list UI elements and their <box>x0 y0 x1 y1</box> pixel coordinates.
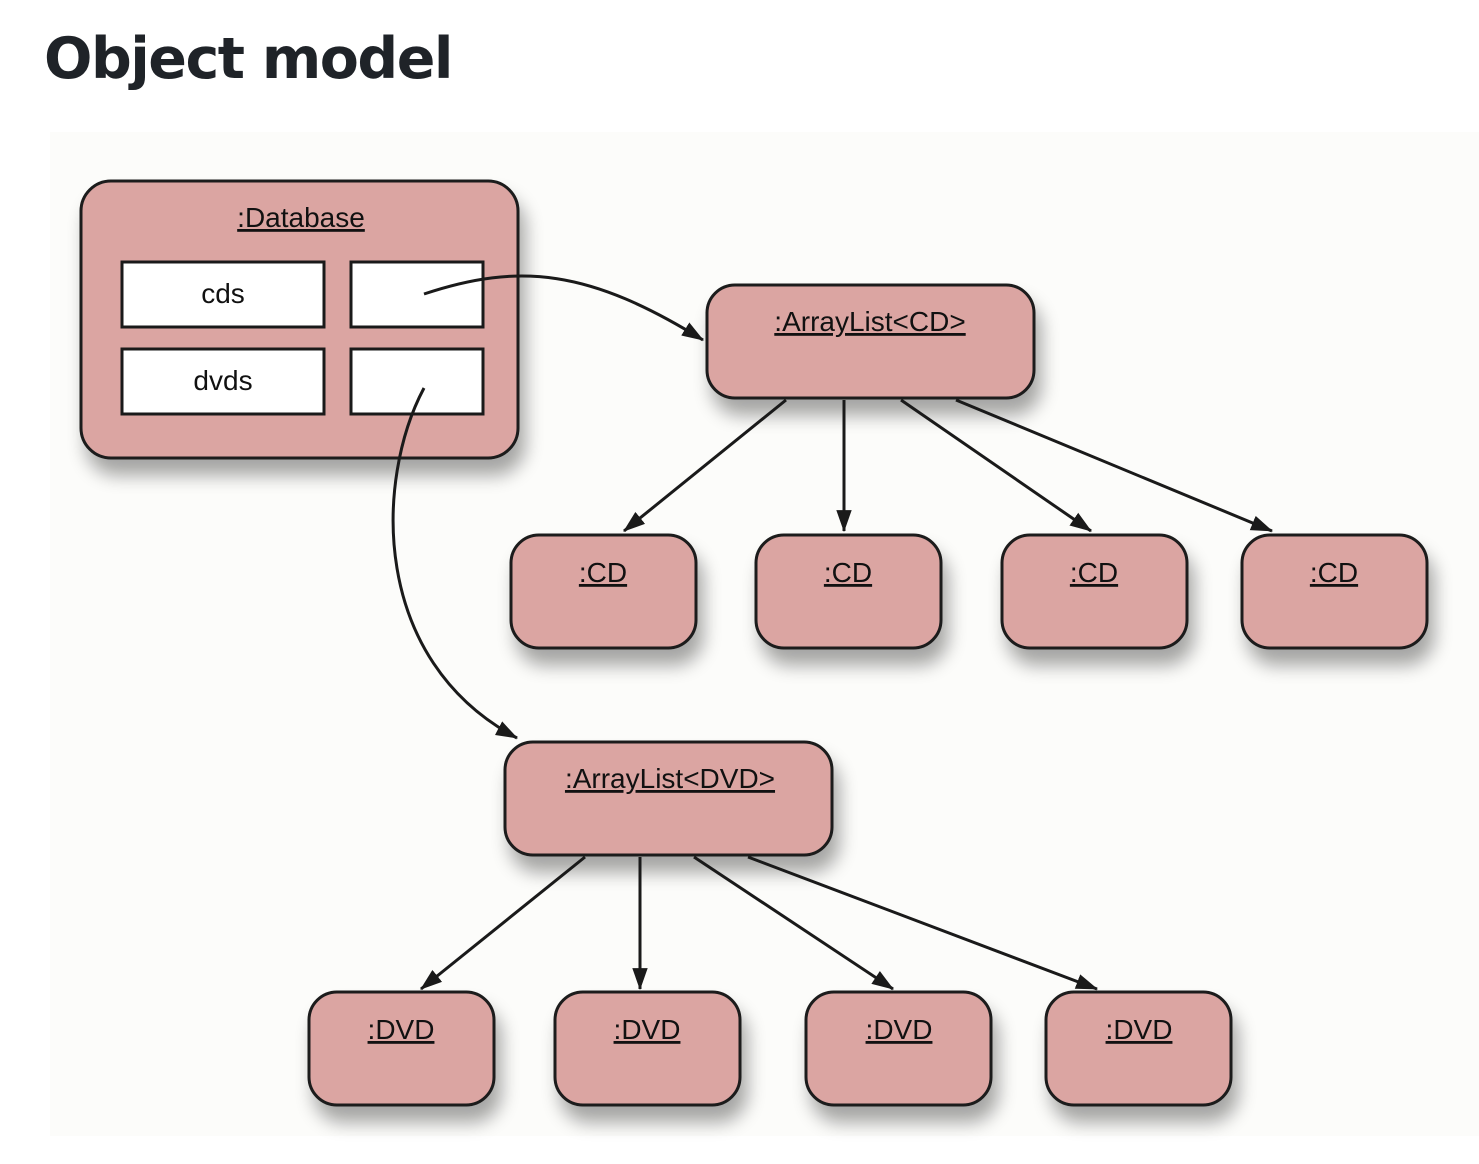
page-title: Object model <box>44 26 453 92</box>
cd-label: :CD <box>1070 557 1118 588</box>
database-label: :Database <box>237 202 365 233</box>
cds-field-label: cds <box>201 278 245 309</box>
cd-object: :CD <box>1240 533 1429 650</box>
dvd-arraylist-label: :ArrayList<DVD> <box>565 763 775 794</box>
dvd-label: :DVD <box>1106 1014 1173 1045</box>
dvd-element-arrow <box>747 855 1099 991</box>
cds-field-box <box>120 260 326 329</box>
dvd-arraylist-object: :ArrayList<DVD> <box>503 740 834 857</box>
cd-object: :CD <box>1000 533 1189 650</box>
dvd-label: :DVD <box>866 1014 933 1045</box>
cds-reference-arrow <box>423 274 704 342</box>
cd-object: :CD <box>509 533 698 650</box>
dvd-object: :DVD <box>553 990 742 1107</box>
cd-element-arrow <box>900 398 1092 533</box>
cd-label: :CD <box>824 557 872 588</box>
dvd-object: :DVD <box>307 990 496 1107</box>
cds-reference-box <box>349 260 485 329</box>
dvds-reference-arrow <box>391 387 518 740</box>
cd-element-arrow <box>955 398 1274 533</box>
cd-object: :CD <box>754 533 943 650</box>
dvd-element-arrow <box>420 855 586 991</box>
cd-arraylist-label: :ArrayList<CD> <box>774 306 965 337</box>
cd-label: :CD <box>579 557 627 588</box>
dvd-label: :DVD <box>368 1014 435 1045</box>
dvds-field-box <box>120 347 326 416</box>
dvds-field-label: dvds <box>193 365 252 396</box>
dvd-object: :DVD <box>1044 990 1233 1107</box>
cd-arraylist-object: :ArrayList<CD> <box>705 283 1036 400</box>
cd-label: :CD <box>1310 557 1358 588</box>
dvd-element-arrow <box>693 855 894 991</box>
dvd-label: :DVD <box>614 1014 681 1045</box>
database-object: :Database cds dvds <box>79 179 520 460</box>
dvd-object: :DVD <box>804 990 993 1107</box>
cd-element-arrow <box>623 398 787 533</box>
